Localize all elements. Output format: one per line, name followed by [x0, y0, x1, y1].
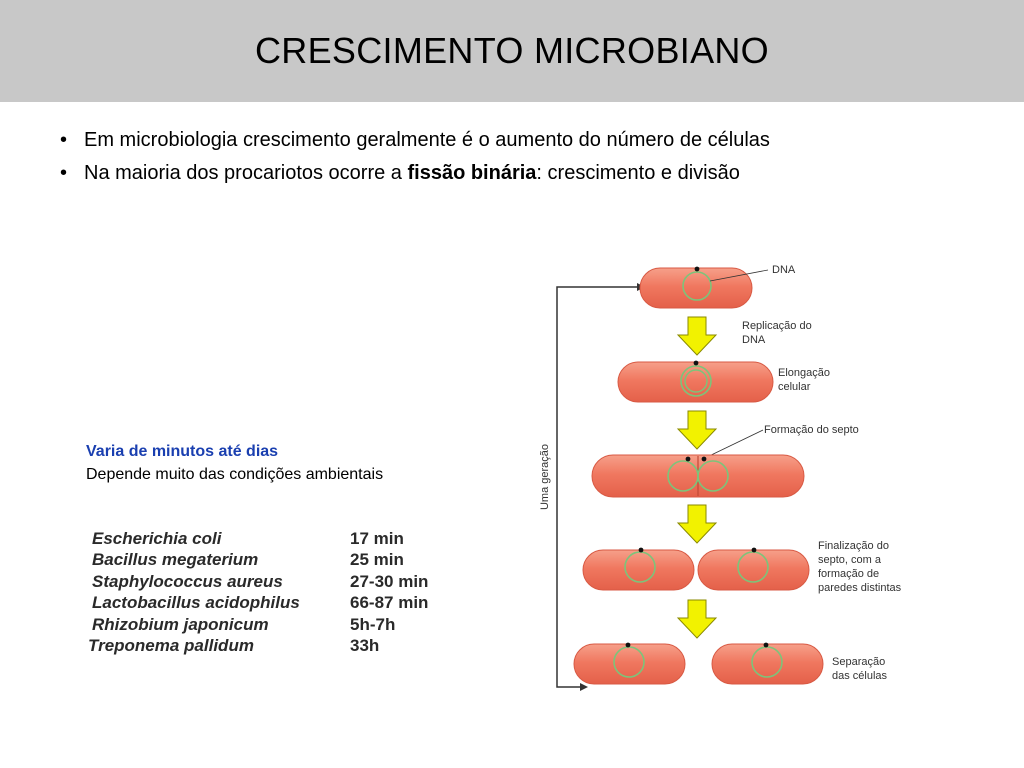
note-highlight: Varia de minutos até dias — [86, 443, 279, 460]
generation-time: 5h-7h — [350, 614, 396, 634]
bacterial-cell — [639, 267, 753, 309]
table-row: Staphylococcus aureus 27-30 min — [92, 571, 450, 593]
bullet-text: Na maioria dos procariotos ocorre a — [84, 162, 408, 184]
label-elongation: celular — [778, 381, 811, 393]
bullet-item: • Na maioria dos procariotos ocorre a fis… — [60, 157, 770, 190]
label-septum-final: septo, com a — [818, 554, 882, 566]
title-bar: CRESCIMENTO MICROBIANO — [0, 0, 1024, 102]
origin-dot — [701, 456, 707, 462]
bacterial-cell — [573, 643, 686, 685]
note-text: Depende muito das condições ambientais — [86, 466, 384, 483]
origin-dot — [694, 266, 700, 272]
label-separation: Separação — [832, 656, 885, 668]
bullet-text: Em microbiologia crescimento geralmente … — [84, 129, 770, 151]
table-row: Escherichia coli 17 min — [92, 528, 450, 550]
generation-time: 66-87 min — [350, 593, 429, 613]
table-row: Treponema pallidum 33h — [88, 636, 450, 658]
down-arrow — [676, 599, 718, 639]
down-arrow — [676, 504, 718, 544]
bacterial-cell — [711, 643, 824, 685]
generation-time: 25 min — [350, 550, 404, 570]
label-separation: das células — [832, 670, 888, 682]
species-name: Staphylococcus aureus — [92, 571, 283, 591]
bullet-bold-term: fissão binária — [407, 162, 537, 184]
species-name: Rhizobium japonicum — [92, 614, 269, 634]
bullet-marker: • — [60, 129, 68, 151]
down-arrow — [676, 410, 718, 450]
binary-fission-diagram: Uma geração DNA Replicação do DNA Elonga… — [539, 264, 902, 691]
label-elongation: Elongação — [778, 367, 830, 379]
dna-ring — [682, 271, 712, 301]
bullet-item: • Em microbiologia crescimento geralmente… — [60, 124, 770, 157]
label-septum-final: Finalização do — [818, 540, 889, 552]
table-row: Lactobacillus acidophilus 66-87 min — [92, 593, 450, 615]
species-name: Escherichia coli — [92, 528, 222, 548]
growth-note: Varia de minutos até dias Depende muito … — [86, 440, 383, 486]
bacterial-cell — [697, 549, 810, 591]
label-replication: Replicação do — [742, 320, 812, 332]
table-row: Bacillus megaterium 25 min — [92, 550, 450, 572]
origin-dot — [625, 642, 631, 648]
label-septum-final: formação de — [818, 568, 879, 580]
page-title: CRESCIMENTO MICROBIANO — [255, 30, 769, 71]
bullet-list: • Em microbiologia crescimento geralmente… — [60, 124, 770, 190]
origin-dot — [763, 642, 769, 648]
dna-ring — [684, 369, 708, 393]
table-row: Rhizobium japonicum 5h-7h — [92, 614, 450, 636]
label-septum: Formação do septo — [764, 424, 859, 436]
origin-dot — [751, 547, 757, 553]
bullet-marker: • — [60, 162, 68, 184]
species-name: Lactobacillus acidophilus — [92, 593, 300, 613]
down-arrow — [676, 316, 718, 356]
origin-dot — [693, 360, 699, 366]
generation-time: 17 min — [350, 528, 404, 548]
dna-ring — [680, 365, 712, 397]
generation-time: 33h — [350, 636, 380, 656]
species-name: Treponema pallidum — [88, 636, 254, 656]
bullet-text: : crescimento e divisão — [536, 162, 740, 184]
dna-ring — [697, 460, 729, 492]
generation-time-table: Escherichia coli 17 min Bacillus megateri… — [88, 528, 450, 657]
origin-dot — [638, 547, 644, 553]
generation-time: 27-30 min — [350, 571, 429, 591]
label-dna: DNA — [772, 264, 796, 276]
bacterial-cell — [582, 549, 695, 591]
generation-label: Uma geração — [539, 444, 551, 510]
label-replication: DNA — [742, 334, 766, 346]
label-septum-final: paredes distintas — [818, 582, 902, 594]
origin-dot — [685, 456, 691, 462]
species-name: Bacillus megaterium — [92, 550, 259, 570]
